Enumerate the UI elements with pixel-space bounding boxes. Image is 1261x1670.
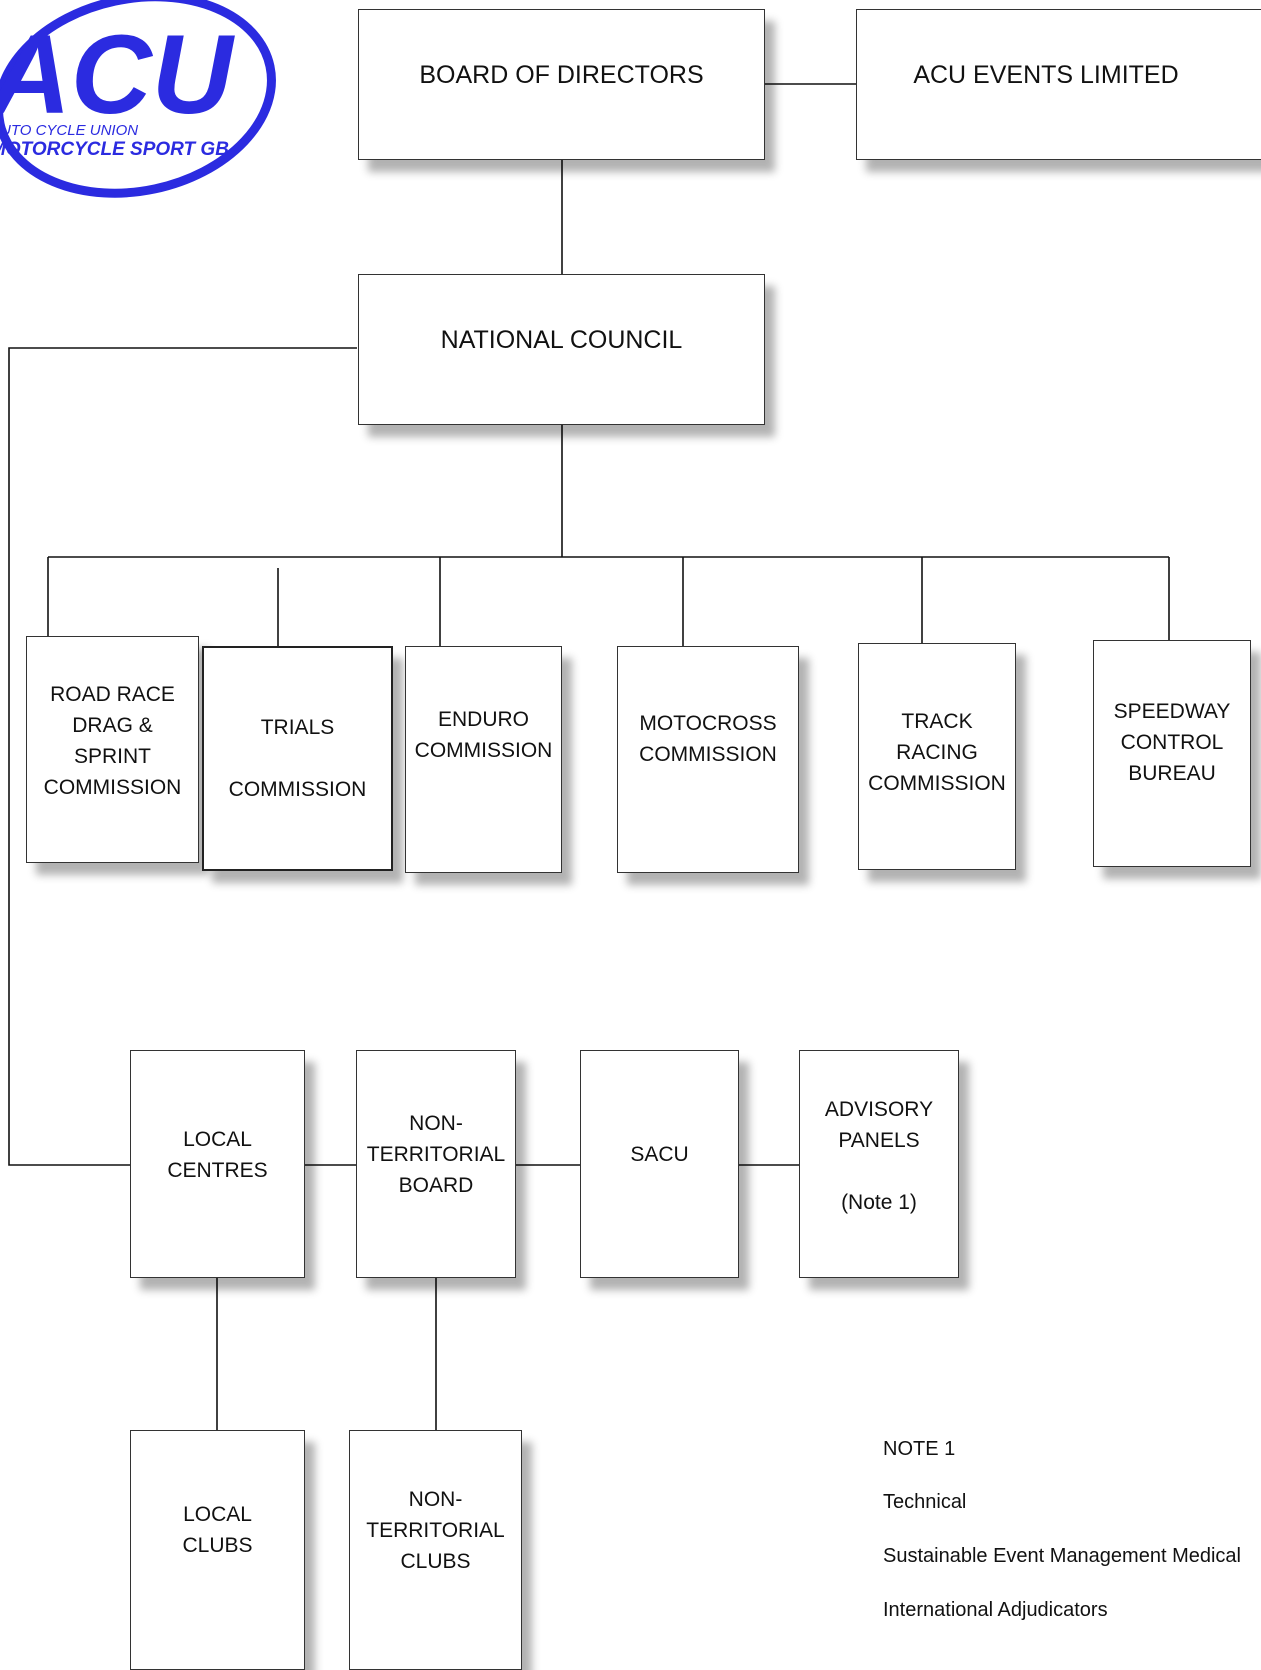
non-territorial-clubs-label: NON- TERRITORIAL CLUBS [366,1488,505,1573]
board-of-directors-label: BOARD OF DIRECTORS [419,61,704,89]
note-item-international-adjudicators: International Adjudicators [883,1599,1108,1621]
logo-subtitle-1: AUTO CYCLE UNION [0,122,138,139]
non-territorial-board-box: NON- TERRITORIAL BOARD [356,1050,516,1278]
sacu-label: SACU [630,1143,689,1166]
trials-commission-label: TRIALS COMMISSION [228,716,367,801]
local-centres-label: LOCAL CENTRES [167,1128,268,1182]
logo-subtitle-2: MOTORCYCLE SPORT GB [0,139,229,160]
local-centres-box: LOCAL CENTRES [130,1050,305,1278]
trials-commission-box: TRIALS COMMISSION [202,646,393,871]
national-council-box: NATIONAL COUNCIL [358,274,765,425]
sacu-box: SACU [580,1050,739,1278]
track-racing-commission-box: TRACK RACING COMMISSION [858,643,1016,870]
national-council-label: NATIONAL COUNCIL [440,326,683,354]
speedway-control-bureau-box: SPEEDWAY CONTROL BUREAU [1093,640,1251,867]
note-title: NOTE 1 [883,1438,956,1460]
acu-logo: ACU AUTO CYCLE UNION MOTORCYCLE SPORT GB [0,0,290,205]
motocross-commission-label: MOTOCROSS COMMISSION [639,712,777,766]
logo-acu-text: ACU [0,12,236,137]
enduro-commission-box: ENDURO COMMISSION [405,646,562,873]
speedway-control-bureau-label: SPEEDWAY CONTROL BUREAU [1113,700,1231,785]
enduro-commission-label: ENDURO COMMISSION [414,708,553,762]
note-item-sustainable-medical: Sustainable Event Management Medical [883,1545,1241,1567]
local-clubs-label: LOCAL CLUBS [182,1503,253,1557]
road-race-commission-box: ROAD RACE DRAG & SPRINT COMMISSION [26,636,199,863]
note-item-technical: Technical [883,1491,967,1513]
board-of-directors-box: BOARD OF DIRECTORS [358,9,765,160]
advisory-panels-label: ADVISORY PANELS (Note 1) [824,1098,934,1214]
acu-events-limited-label: ACU EVENTS LIMITED [913,61,1179,89]
track-racing-commission-label: TRACK RACING COMMISSION [868,710,1006,795]
advisory-panels-box: ADVISORY PANELS (Note 1) [799,1050,959,1278]
road-race-commission-label: ROAD RACE DRAG & SPRINT COMMISSION [43,683,182,799]
local-clubs-box: LOCAL CLUBS [130,1430,305,1670]
motocross-commission-box: MOTOCROSS COMMISSION [617,646,799,873]
non-territorial-board-label: NON- TERRITORIAL BOARD [366,1112,506,1197]
acu-events-limited-box: ACU EVENTS LIMITED [856,9,1261,160]
non-territorial-clubs-box: NON- TERRITORIAL CLUBS [349,1430,522,1670]
